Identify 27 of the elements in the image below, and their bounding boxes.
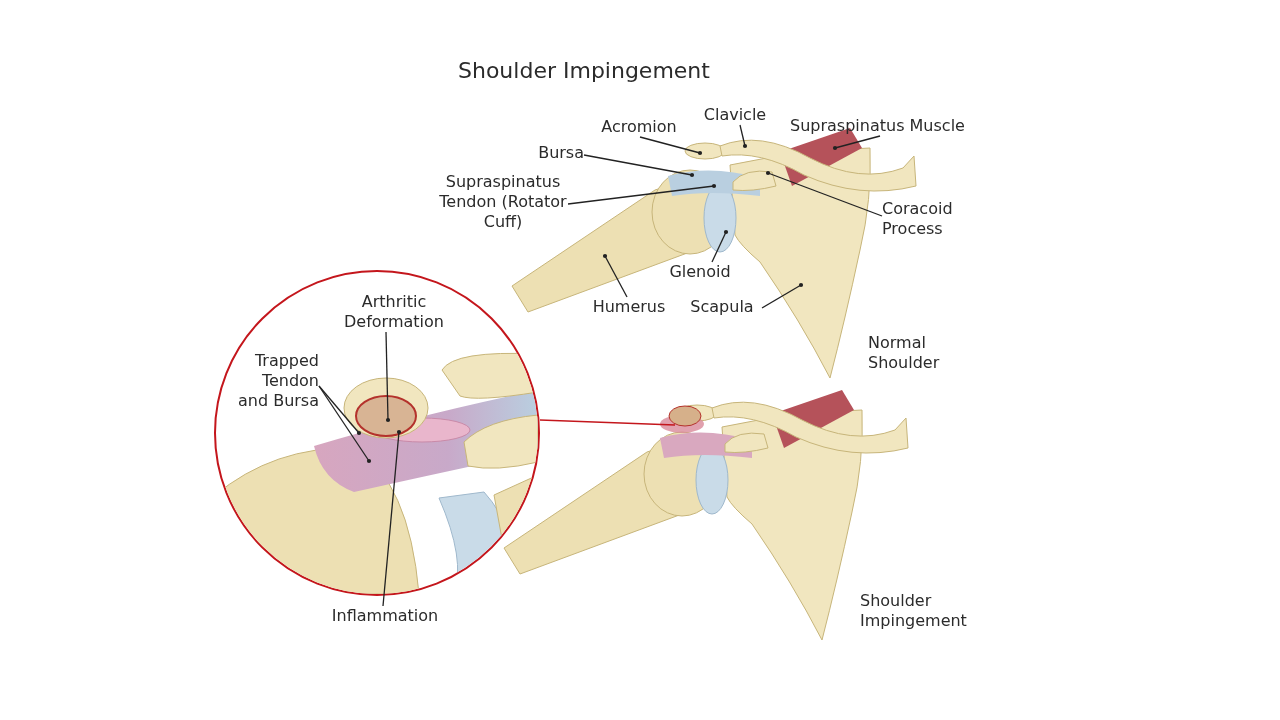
part-label: Arthritic Deformation xyxy=(343,292,445,332)
leader-line xyxy=(761,282,804,309)
part-label: Trapped Tendon and Bursa xyxy=(236,351,319,411)
leader-line xyxy=(318,385,372,464)
diagram-title: Shoulder Impingement xyxy=(458,58,710,83)
caption-label: Normal Shoulder xyxy=(868,333,941,373)
part-label: Supraspinatus Muscle xyxy=(790,116,966,136)
leader-line xyxy=(711,229,729,263)
part-label: Glenoid xyxy=(668,262,732,282)
part-label: Scapula xyxy=(689,297,755,317)
caption-label: Shoulder Impingement xyxy=(860,591,968,631)
part-label: Humerus xyxy=(591,297,667,317)
leader-line xyxy=(832,135,881,151)
leader-line xyxy=(739,124,748,149)
part-label: Inflammation xyxy=(330,606,440,626)
part-label: Supraspinatus Tendon (Rotator Cuff) xyxy=(438,172,568,232)
part-label: Acromion xyxy=(600,117,678,137)
leader-line xyxy=(583,154,695,178)
part-label: Bursa xyxy=(537,143,584,163)
leader-line xyxy=(385,331,391,423)
leader-line xyxy=(567,183,717,205)
leader-line xyxy=(602,253,628,298)
leader-line xyxy=(539,419,676,426)
leader-line xyxy=(639,136,703,156)
part-label: Clavicle xyxy=(702,105,768,125)
leader-line xyxy=(318,385,362,436)
part-label: Coracoid Process xyxy=(882,199,954,239)
